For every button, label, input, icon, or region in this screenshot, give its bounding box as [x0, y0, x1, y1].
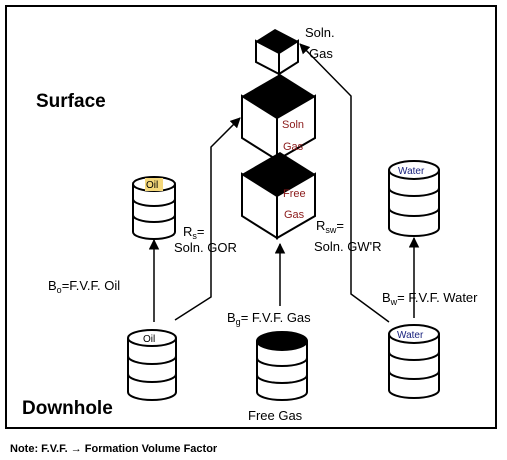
box-soln-label-line2: Gas: [283, 141, 304, 153]
rsw-desc: Soln. GW'R: [314, 239, 382, 254]
box-free-label-line1: Free: [283, 188, 306, 200]
free-gas-label: Free Gas: [248, 408, 303, 423]
bo-label: Bo=F.V.F. Oil: [48, 278, 120, 295]
downhole-label: Downhole: [22, 398, 113, 419]
water-surface-label: Water: [398, 166, 425, 177]
box-soln-label-line1: Soln: [282, 119, 304, 131]
soln-gas-cube-top: [256, 29, 298, 74]
bw-label: Bw= F.V.F. Water: [382, 290, 478, 307]
arrow-rs: [175, 118, 240, 320]
water-downhole-label: Water: [397, 330, 424, 341]
rs-label: Rs=: [183, 224, 204, 241]
rsw-label: Rsw=: [316, 218, 344, 235]
box-free-label-line2: Gas: [284, 209, 305, 221]
rs-desc: Soln. GOR: [174, 240, 237, 255]
soln-gas-label-line2: Gas: [309, 46, 333, 61]
surface-label: Surface: [36, 91, 106, 112]
footnote: Note: F.V.F. → Formation Volume Factor: [10, 443, 218, 455]
soln-gas-cube: [242, 74, 315, 160]
oil-downhole-label: Oil: [143, 334, 155, 345]
oil-surface-label: Oil: [146, 180, 158, 191]
bg-label: Bg= F.V.F. Gas: [227, 310, 311, 327]
free-gas-barrel-downhole: [257, 332, 307, 400]
soln-gas-label-line1: Soln.: [305, 25, 335, 40]
